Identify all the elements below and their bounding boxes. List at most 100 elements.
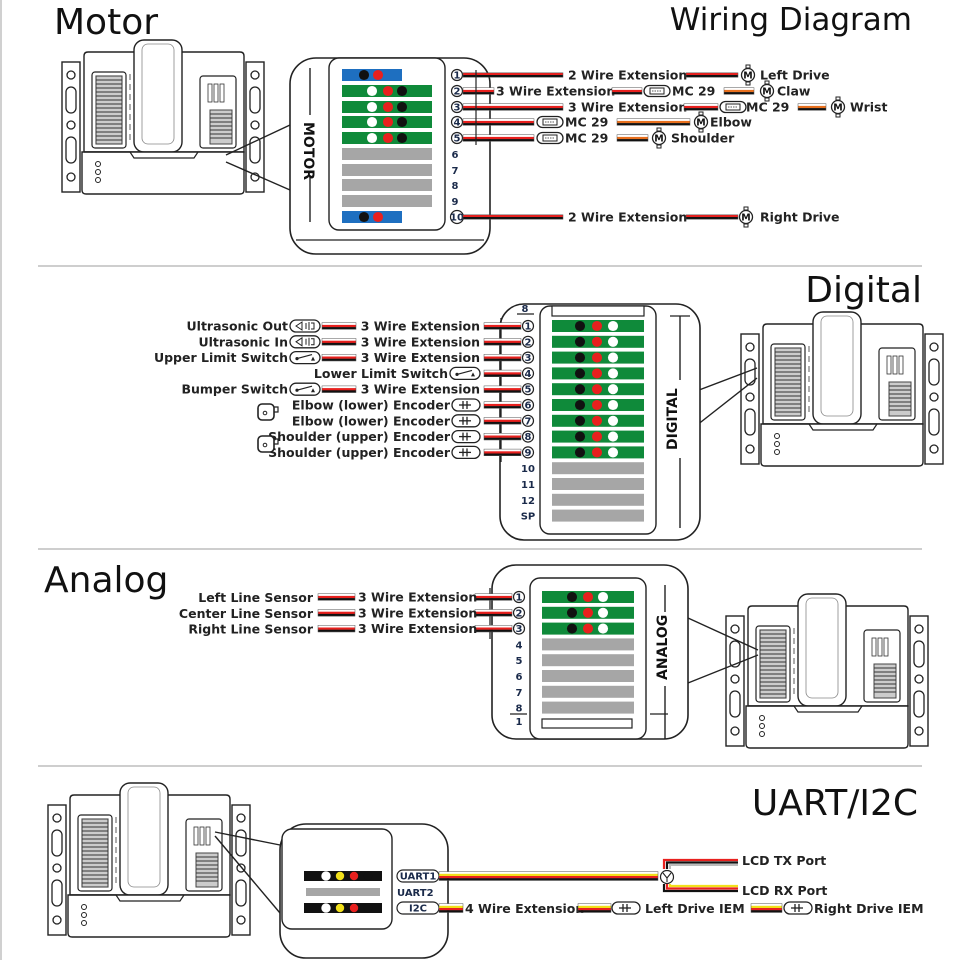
rx-branch-yellow <box>668 884 738 888</box>
port-circle <box>521 383 535 396</box>
wire-strand <box>578 908 611 911</box>
wire-outline <box>462 87 495 95</box>
port-bar <box>542 670 634 682</box>
lcd-tx-port-label: LCD TX Port <box>742 853 826 868</box>
wire-strand <box>318 625 355 628</box>
wire-bundle <box>462 214 564 220</box>
uart-port-tag-i2c: I2C <box>396 901 440 915</box>
device-label: Elbow (lower) Encoder <box>292 398 451 413</box>
wire-bundle <box>483 401 522 409</box>
motor-zoom-callout <box>225 124 291 191</box>
device-label: Shoulder (upper) Encoder <box>268 445 451 460</box>
left-drive-iem-icon <box>611 901 641 915</box>
motor-icon <box>651 127 667 149</box>
port-circle <box>521 398 535 412</box>
digital-port-number-8: 8 <box>521 430 535 443</box>
pin-white <box>607 431 619 442</box>
digital-port-3 <box>552 351 644 364</box>
pin-red <box>349 903 359 913</box>
wire-strand <box>617 139 648 142</box>
wire-strand <box>684 108 718 111</box>
digital-port-10 <box>552 462 644 475</box>
wire-strand <box>475 611 512 615</box>
pin-white <box>607 320 619 332</box>
i2c-cable <box>438 903 464 913</box>
digital-port-number-SP: SP <box>521 512 536 523</box>
port-circle <box>512 606 526 619</box>
port-tag-label: I2C <box>409 904 427 915</box>
pin-yellow <box>335 871 345 881</box>
pin-white <box>607 336 619 347</box>
port-bar <box>552 493 644 506</box>
wire-outline <box>438 903 464 913</box>
wire-outline <box>462 72 564 78</box>
title-wiring-diagram: Wiring Diagram <box>670 2 912 38</box>
pin-black <box>358 69 370 81</box>
wire-strand <box>484 401 521 405</box>
wire-strand <box>751 908 782 911</box>
device-label: Elbow (lower) Encoder <box>292 413 451 428</box>
digital-port-SP <box>552 509 644 522</box>
port-bar <box>552 478 644 490</box>
analog-port-3 <box>542 622 634 635</box>
wire-strand <box>484 451 521 454</box>
wire-strand <box>322 388 356 391</box>
wire-strand <box>463 72 563 76</box>
pin-red <box>591 399 603 411</box>
pin-red <box>591 320 603 332</box>
wire-strand <box>318 595 355 599</box>
wire-outline <box>577 903 612 913</box>
wire-strand <box>322 354 356 357</box>
wire-strand <box>578 910 611 913</box>
wire-outline <box>462 118 535 126</box>
pin-black <box>574 384 586 395</box>
pin-red <box>591 336 603 347</box>
pin-white <box>607 368 619 379</box>
wire-strand <box>578 903 611 906</box>
digital-port-number-11: 11 <box>521 480 535 491</box>
wire-strand <box>484 417 521 420</box>
wire-outline <box>474 609 513 617</box>
connection-label: 3 Wire Extension <box>496 84 615 99</box>
wire-strand <box>475 625 512 628</box>
port-number: 3 <box>454 103 461 114</box>
rx-branch-red <box>665 884 738 890</box>
pin-white <box>607 447 619 458</box>
port-bar <box>342 211 402 223</box>
wire-strand <box>686 72 738 76</box>
port-number: 3 <box>525 353 532 364</box>
digital-panel-label: DIGITAL <box>665 388 681 450</box>
wire-strand <box>484 354 521 357</box>
wire-strand <box>475 609 512 612</box>
pin-red <box>382 101 394 113</box>
port-bar <box>542 638 634 651</box>
digital-port-2 <box>552 335 644 348</box>
port-bar <box>542 685 634 698</box>
pin-red <box>591 447 603 458</box>
extension-label: 3 Wire Extension <box>358 605 477 620</box>
cortex-controller-digital <box>740 311 944 467</box>
wire-strand <box>484 385 521 389</box>
motor-port-number-4: 4 <box>450 115 464 129</box>
wire-strand <box>463 89 494 93</box>
port-bar <box>552 509 644 522</box>
digital-port-number-1: 1 <box>521 319 535 333</box>
wire-strand <box>318 593 355 597</box>
port-number: 2 <box>454 87 461 98</box>
pin-white <box>607 352 619 363</box>
cortex-controller-uart <box>47 782 251 938</box>
wire-strand <box>724 92 754 95</box>
port-circle <box>450 100 464 114</box>
pin-white <box>321 871 331 881</box>
port-number: 3 <box>516 624 523 635</box>
digital-port-7 <box>552 414 644 427</box>
pin-red <box>372 211 384 223</box>
wire-strand <box>724 87 754 91</box>
wire-bundle <box>321 385 357 393</box>
motor-icon <box>740 64 756 86</box>
wire-outline <box>750 903 783 913</box>
wire-strand <box>463 123 534 126</box>
